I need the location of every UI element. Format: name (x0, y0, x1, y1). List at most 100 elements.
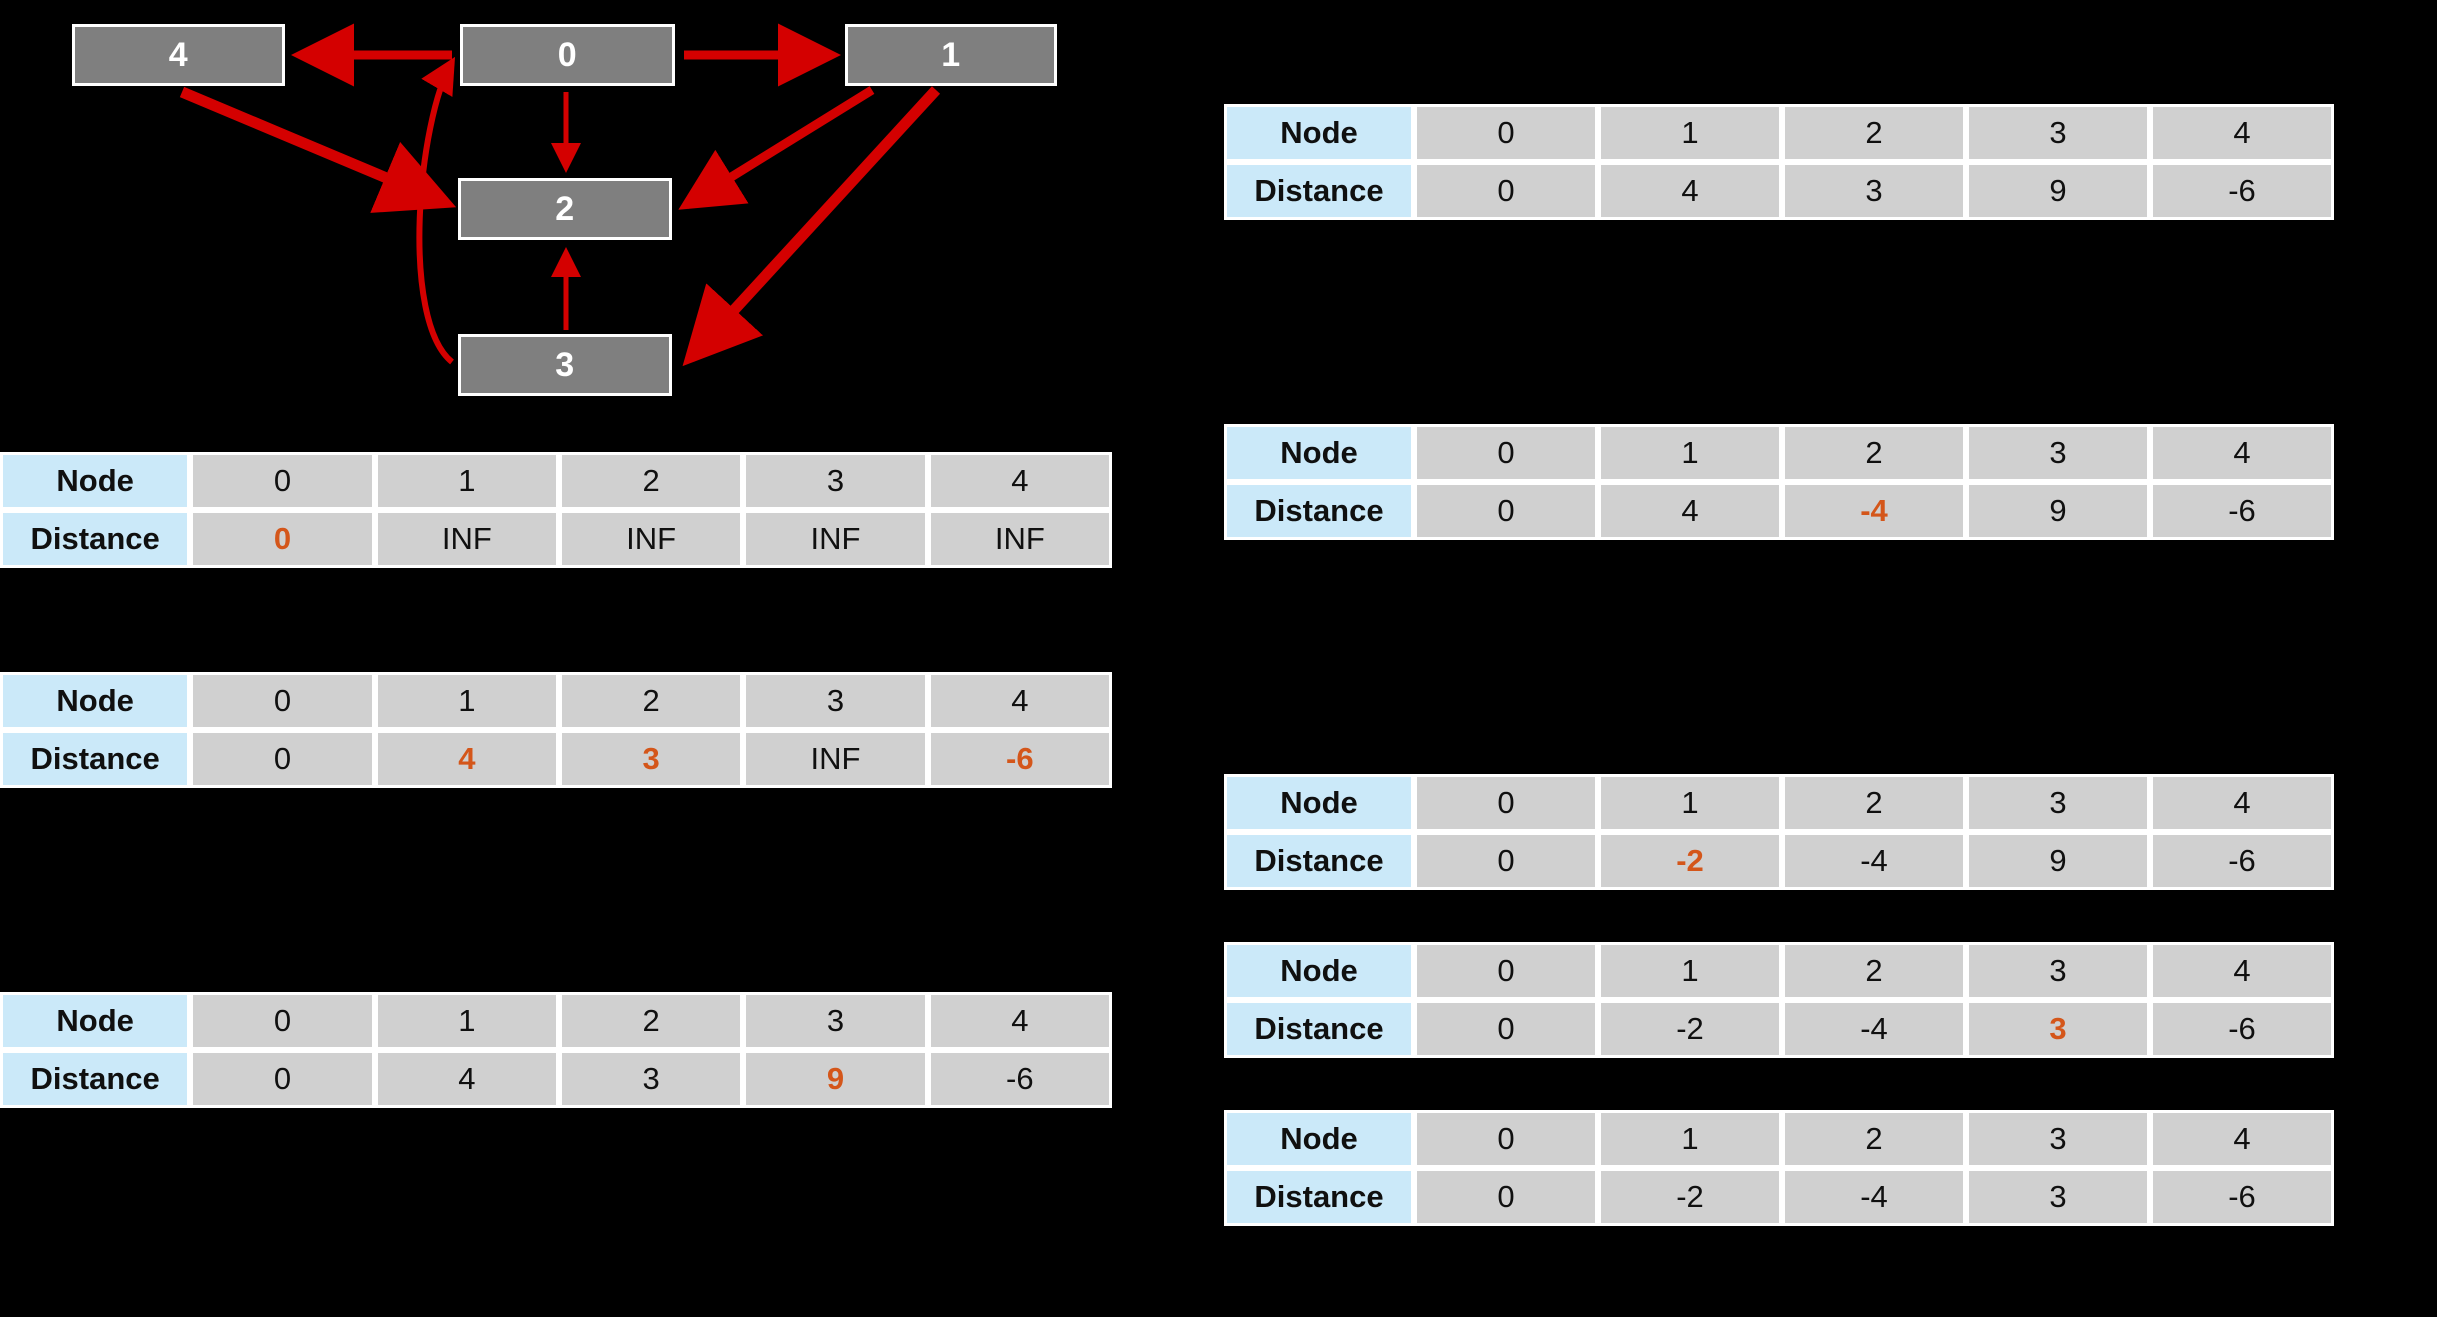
node-cell-4: 4 (2150, 104, 2334, 162)
distance-cell-2: 3 (558, 1050, 744, 1108)
node-cell-3: 3 (1966, 1110, 2150, 1168)
node-cell-3: 3 (743, 452, 928, 510)
node-cell-4: 4 (2150, 424, 2334, 482)
edge-3-to-1 (682, 86, 941, 367)
row-header-distance: Distance (1224, 1168, 1414, 1226)
node-cell-1: 1 (1598, 424, 1782, 482)
edge-3-to-0-curved (416, 56, 456, 365)
graph-node-4[interactable]: 4 (72, 24, 285, 86)
node-cell-1: 1 (1598, 104, 1782, 162)
graph-node-0-label: 0 (557, 35, 578, 74)
graph-node-1[interactable]: 1 (845, 24, 1057, 86)
node-cell-0: 0 (1414, 104, 1598, 162)
distance-cell-0: 0 (1414, 1000, 1598, 1058)
graph-edges-layer (179, 23, 941, 367)
node-cell-4: 4 (2150, 1110, 2334, 1168)
distance-cell-3: 9 (1966, 482, 2150, 540)
distance-cell-4: -6 (2150, 1168, 2334, 1226)
distance-cell-4: -6 (927, 1050, 1112, 1108)
distance-cell-2: 3 (558, 730, 744, 788)
graph-node-3[interactable]: 3 (458, 334, 672, 396)
distance-cell-4: -6 (2150, 1000, 2334, 1058)
distance-cell-4: -6 (2150, 162, 2334, 220)
node-cell-0: 0 (1414, 1110, 1598, 1168)
node-cell-3: 3 (743, 992, 928, 1050)
distance-cell-3: INF (743, 730, 928, 788)
node-cell-3: 3 (1966, 104, 2150, 162)
row-header-node: Node (0, 452, 191, 510)
row-header-distance: Distance (1224, 482, 1414, 540)
row-header-distance: Distance (0, 1050, 191, 1108)
node-cell-1: 1 (1598, 1110, 1782, 1168)
graph-diagram: 4 0 1 2 3 (0, 0, 1150, 430)
node-cell-0: 0 (190, 452, 375, 510)
distance-cell-2: -4 (1782, 1000, 1966, 1058)
node-cell-4: 4 (927, 992, 1112, 1050)
node-cell-0: 0 (1414, 942, 1598, 1000)
row-header-node: Node (1224, 424, 1414, 482)
node-cell-2: 2 (1782, 774, 1966, 832)
edge-4-to-2 (179, 86, 457, 213)
edge-1-to-2 (678, 86, 875, 210)
node-cell-1: 1 (374, 452, 559, 510)
node-cell-1: 1 (1598, 774, 1782, 832)
node-cell-1: 1 (374, 672, 559, 730)
row-header-node: Node (0, 992, 191, 1050)
row-header-node: Node (0, 672, 191, 730)
node-cell-1: 1 (374, 992, 559, 1050)
distance-cell-4: -6 (2150, 482, 2334, 540)
distance-cell-2: -4 (1782, 482, 1966, 540)
graph-node-1-label: 1 (941, 35, 961, 74)
distance-cell-2: -4 (1782, 832, 1966, 890)
node-cell-4: 4 (927, 452, 1112, 510)
graph-node-2[interactable]: 2 (458, 178, 672, 240)
node-cell-0: 0 (1414, 424, 1598, 482)
distance-cell-4: -6 (927, 730, 1112, 788)
node-cell-3: 3 (1966, 942, 2150, 1000)
graph-node-3-label: 3 (555, 345, 575, 384)
distance-cell-0: 0 (1414, 1168, 1598, 1226)
row-header-node: Node (1224, 1110, 1414, 1168)
row-header-node: Node (1224, 104, 1414, 162)
node-cell-2: 2 (1782, 1110, 1966, 1168)
distance-cell-3: 9 (1966, 832, 2150, 890)
node-cell-0: 0 (1414, 774, 1598, 832)
distance-cell-3: 3 (1966, 1000, 2150, 1058)
node-cell-0: 0 (190, 672, 375, 730)
distance-cell-2: 3 (1782, 162, 1966, 220)
distance-cell-1: -2 (1598, 1168, 1782, 1226)
graph-node-0[interactable]: 0 (460, 24, 675, 86)
distance-cell-2: -4 (1782, 1168, 1966, 1226)
node-cell-3: 3 (1966, 424, 2150, 482)
distance-cell-2: INF (558, 510, 744, 568)
distance-cell-4: -6 (2150, 832, 2334, 890)
node-cell-2: 2 (1782, 942, 1966, 1000)
node-cell-4: 4 (2150, 942, 2334, 1000)
row-header-node: Node (1224, 774, 1414, 832)
distance-cell-1: -2 (1598, 832, 1782, 890)
row-header-distance: Distance (1224, 832, 1414, 890)
row-header-distance: Distance (0, 730, 191, 788)
distance-cell-1: 4 (1598, 482, 1782, 540)
node-cell-1: 1 (1598, 942, 1782, 1000)
distance-cell-0: 0 (190, 1050, 375, 1108)
distance-cell-0: 0 (1414, 832, 1598, 890)
distance-cell-0: 0 (1414, 162, 1598, 220)
row-header-distance: Distance (1224, 162, 1414, 220)
